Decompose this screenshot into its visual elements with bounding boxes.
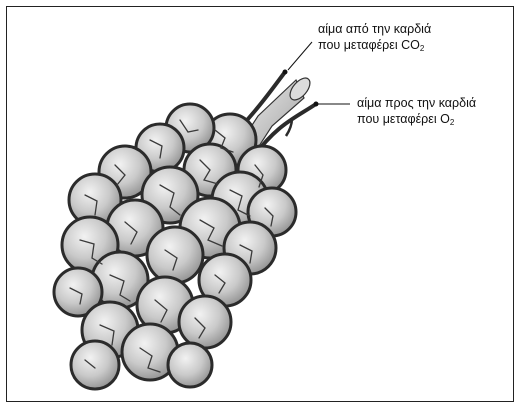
- label-co2-line1: αίμα από την καρδιά: [318, 21, 431, 37]
- alveoli-cluster: [54, 104, 296, 389]
- label-co2-line2: που μεταφέρει CO2: [318, 37, 431, 57]
- label-o2-line2: που μεταφέρει O2: [357, 111, 476, 131]
- leader-line-co2: [288, 42, 312, 70]
- label-blood-to-heart-o2: αίμα προς την καρδιά που μεταφέρει O2: [357, 95, 476, 131]
- label-o2-line1: αίμα προς την καρδιά: [357, 95, 476, 111]
- label-blood-from-heart-co2: αίμα από την καρδιά που μεταφέρει CO2: [318, 21, 431, 57]
